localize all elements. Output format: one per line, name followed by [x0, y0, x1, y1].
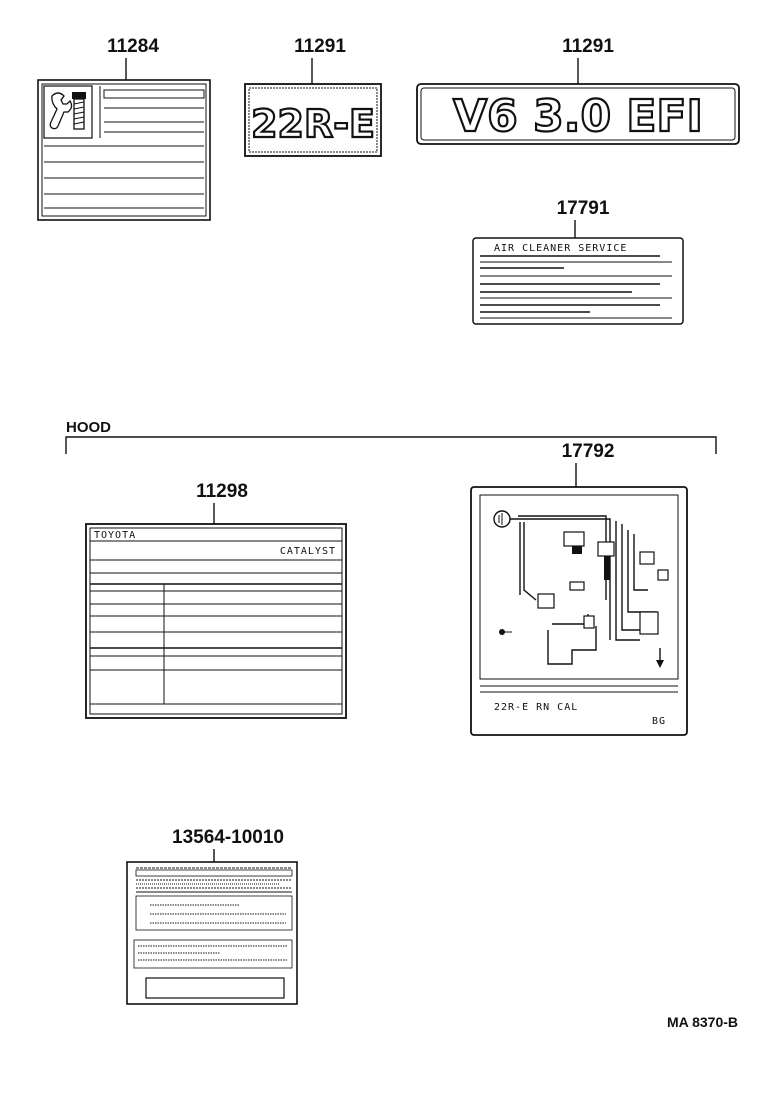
label-13564: 13564-10010	[126, 827, 298, 1005]
vacuum-code-text: 22R-E RN CAL	[494, 702, 578, 713]
sticker-outline	[470, 486, 688, 736]
part-number-11284: 11284	[107, 36, 159, 57]
label-11298: 11298 TOYOTA CATALYST	[85, 481, 347, 719]
emblem-v6: 11291 V6 3.0 EFI	[416, 36, 740, 145]
sticker-text-lines	[44, 86, 205, 209]
hood-bracket	[65, 436, 717, 454]
vacuum-hose-schematic	[493, 510, 669, 668]
catalyst-text: CATALYST	[280, 546, 336, 557]
emblem-outline	[244, 83, 382, 157]
hood-label: HOOD	[66, 419, 111, 436]
sticker-inner-border	[89, 527, 343, 715]
air-cleaner-title: AIR CLEANER SERVICE	[494, 243, 627, 254]
emblem-outline	[416, 83, 740, 145]
part-number-11298: 11298	[196, 481, 248, 502]
toyota-text: TOYOTA	[94, 530, 136, 541]
sticker-outline	[85, 523, 347, 719]
sticker-inner-border	[41, 83, 207, 217]
part-number-13564: 13564-10010	[172, 827, 284, 848]
emblem-text-22re: 22R-E	[251, 102, 375, 146]
label-17791: 17791 AIR CLEANER SERVICE	[472, 198, 684, 325]
part-number-11291-b: 11291	[562, 36, 614, 57]
label-11284: 11284	[37, 36, 211, 221]
sticker-fine-print	[133, 867, 293, 999]
diagram-frame	[479, 494, 679, 680]
emblem-inner-border	[420, 87, 736, 141]
sticker-outline	[37, 79, 211, 221]
drawing-reference: MA 8370-B	[667, 1014, 738, 1030]
sticker-text-lines	[480, 255, 672, 319]
hood-section: HOOD	[65, 419, 717, 454]
sticker-grid	[90, 559, 342, 705]
wrench-and-bolt-icon	[49, 92, 86, 130]
label-17792: 17792	[470, 441, 688, 736]
emblem-text-v6: V6 3.0 EFI	[453, 91, 703, 142]
part-number-17791: 17791	[557, 198, 610, 219]
emblem-22re: 11291 22R-E	[244, 36, 382, 157]
sticker-outline	[126, 861, 298, 1005]
emblem-inner-border	[248, 87, 378, 153]
sticker-outline	[472, 237, 684, 325]
part-number-17792: 17792	[562, 441, 615, 462]
icon-box	[43, 85, 93, 139]
part-number-11291-a: 11291	[294, 36, 346, 57]
vacuum-corner-code: BG	[652, 716, 666, 727]
